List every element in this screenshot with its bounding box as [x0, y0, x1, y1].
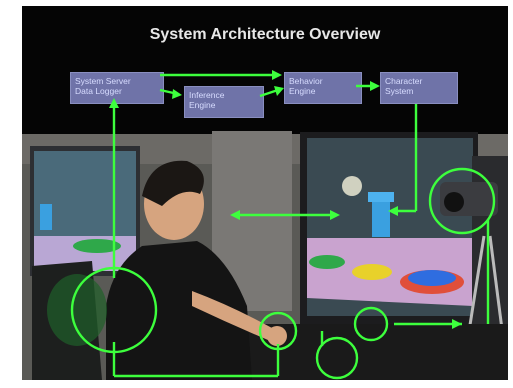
arrowhead-server-up	[109, 98, 119, 108]
device-circle	[353, 306, 389, 342]
inference-engine-box: Inference Engine	[184, 86, 264, 118]
person-arm	[192, 291, 272, 340]
arrowhead-device	[452, 319, 462, 329]
arrowhead-gaze-left	[230, 210, 240, 220]
left-screen-disc	[73, 239, 121, 253]
person-torso	[106, 241, 252, 380]
arrowhead-behavior	[272, 70, 282, 80]
screen-light-glare	[342, 176, 362, 196]
virtual-character-body	[372, 201, 390, 237]
keyboard-circle	[315, 336, 359, 380]
overlay-arrowheads	[109, 70, 462, 329]
arrowhead-gaze-right	[330, 210, 340, 220]
arrowhead-character	[370, 81, 380, 91]
slide-title: System Architecture Overview	[149, 26, 381, 43]
person-hand	[267, 326, 287, 346]
behavior-engine-box: Behavior Engine	[284, 72, 362, 104]
chair-sensor	[47, 274, 107, 346]
arrowhead-inference	[172, 89, 182, 99]
overlay-circles	[70, 167, 496, 380]
hand-circle	[258, 311, 298, 351]
camera-lens	[444, 192, 464, 212]
screen-disc-yellow	[352, 264, 392, 280]
person-hair	[142, 160, 204, 206]
virtual-character-head	[368, 192, 394, 202]
sensor-circle	[70, 266, 158, 354]
screen-disc-green	[309, 255, 345, 269]
architecture-slide: System Architecture Overview System Serv…	[22, 6, 508, 380]
screen-disc-blue	[408, 270, 456, 286]
arrowhead-behavior-2	[274, 86, 284, 96]
character-system-box: Character System	[380, 72, 458, 104]
left-screen-character	[40, 204, 52, 230]
camera-circle	[428, 167, 496, 235]
scene-illustration	[22, 70, 508, 380]
system-server-box: System Server Data Logger	[70, 72, 164, 104]
arrowhead-screen	[388, 206, 398, 216]
arrow-inference-to-behavior	[259, 88, 279, 98]
